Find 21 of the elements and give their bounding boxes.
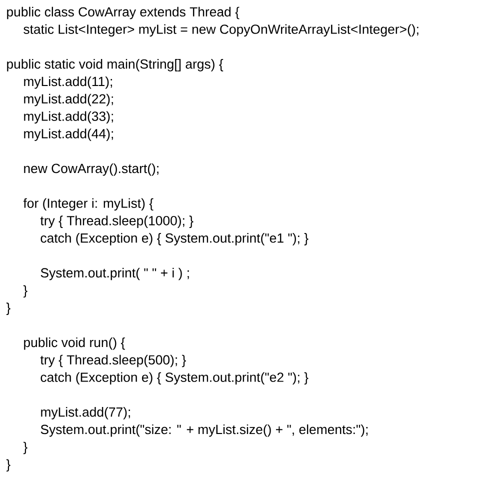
code-line: myList.add(11);: [24, 76, 112, 89]
code-line: System.out.print("size: " + myList.size() + ", elements:");: [40, 424, 368, 437]
code-line: }: [6, 302, 10, 315]
code-line: try { Thread.sleep(1000); }: [40, 216, 194, 228]
code-line: myList.add(77);: [41, 407, 130, 420]
code-line: public void run() {: [24, 337, 125, 350]
code-line: myList.add(22);: [24, 94, 113, 106]
code-line: static List<Integer> myList = new CopyOnWriteArrayList<Integer>();: [24, 24, 418, 37]
code-line: for (Integer i: myList) {: [23, 198, 154, 211]
code-line: myList.add(33);: [24, 111, 113, 124]
code-line: }: [23, 442, 28, 454]
code-line: catch (Exception e) { System.out.print("e1 "); }: [40, 233, 308, 246]
code-line: new CowArray().start();: [24, 163, 158, 176]
code-line: try { Thread.sleep(500); }: [40, 354, 186, 368]
code-line: public class CowArray extends Thread {: [7, 6, 240, 20]
code-line: public static void main(String[] args) {: [7, 59, 224, 72]
code-line: myList.add(44);: [24, 128, 113, 141]
code-line: System.out.print( " " + i ) ;: [40, 268, 189, 280]
code-line: }: [23, 285, 28, 298]
code-line: catch (Exception e) { System.out.print("e2 "); }: [40, 372, 308, 385]
code-line: }: [6, 459, 10, 472]
